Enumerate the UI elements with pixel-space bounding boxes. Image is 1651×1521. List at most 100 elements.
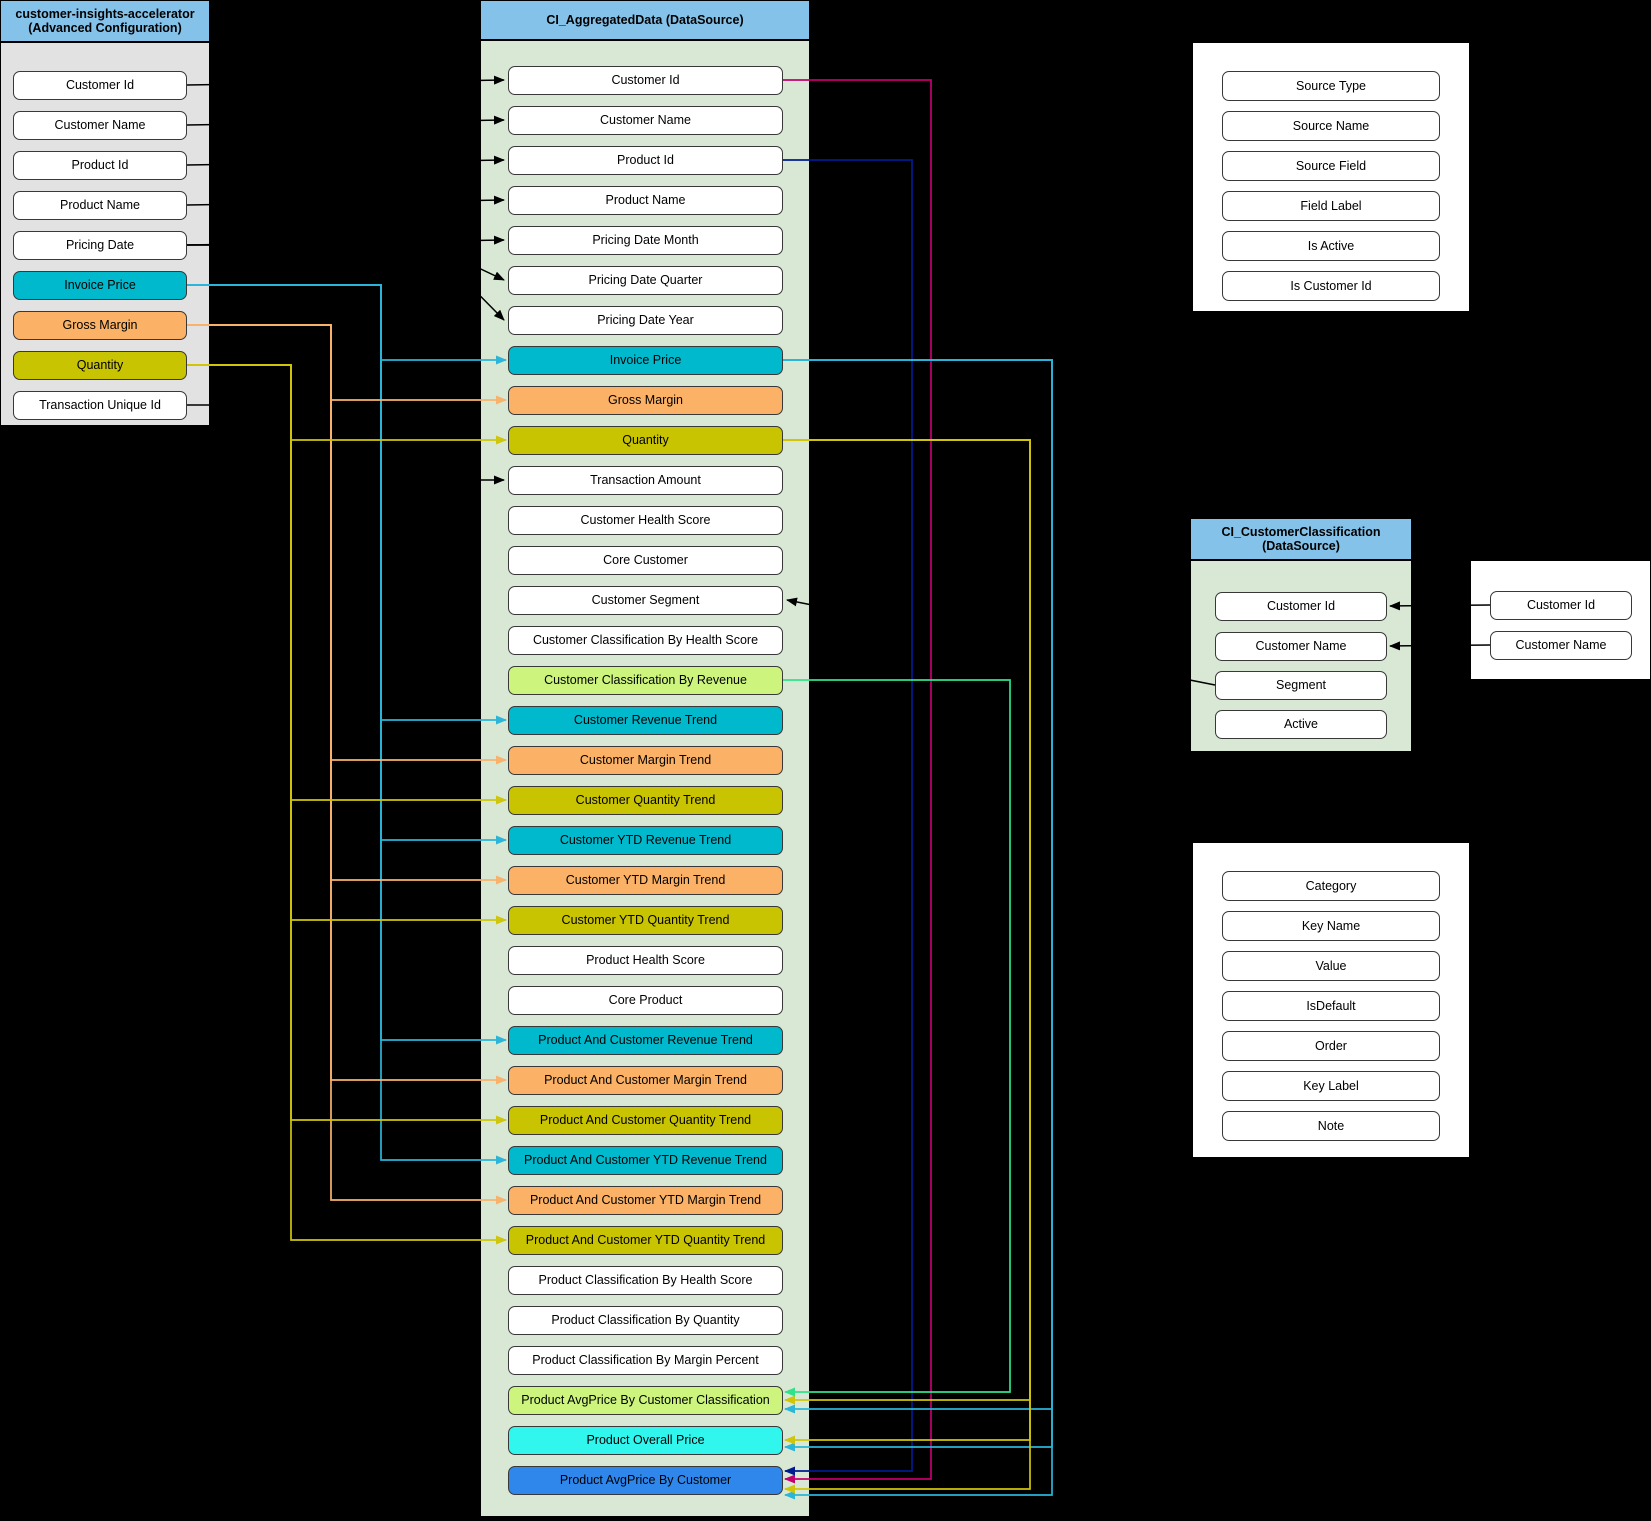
field-aggregated-core-product: Core Product [508,985,783,1015]
edge-accelerator-7-to-aggregated-9 [187,364,507,445]
field-classification-customer-name: Customer Name [1215,631,1387,661]
field-source-mapping-is-active: Is Active [1222,231,1440,261]
edge-accelerator-5-to-aggregated-19 [187,284,507,845]
edge-accelerator-4-to-aggregated-5 [187,244,505,281]
field-aggregated-product-and-customer-revenue-trend: Product And Customer Revenue Trend [508,1025,783,1055]
field-aggregated-pricing-date-quarter: Pricing Date Quarter [508,265,783,295]
edge-accelerator-5-to-aggregated-16 [187,284,507,725]
edge-accelerator-6-to-aggregated-8 [187,324,507,405]
accelerator-title: customer-insights-accelerator [15,6,195,21]
edge-accelerator-5-to-aggregated-24 [187,284,507,1045]
classification-subtitle: (DataSource) [1262,539,1340,553]
edge-aggregated-9-to-aggregated-34 [783,439,1031,1445]
field-aggregated-pricing-date-month: Pricing Date Month [508,225,783,255]
field-aggregated-core-customer: Core Customer [508,545,783,575]
field-customer-lookup-customer-id: Customer Id [1490,590,1632,620]
field-aggregated-product-avgprice-by-customer-classification: Product AvgPrice By Customer Classificat… [508,1385,783,1415]
field-customer-lookup-customer-name: Customer Name [1490,630,1632,660]
panel-classification: CI_CustomerClassification(DataSource) Cus… [1190,518,1412,752]
classification-header: CI_CustomerClassification(DataSource) [1190,518,1412,560]
field-aggregated-product-and-customer-margin-trend: Product And Customer Margin Trend [508,1065,783,1095]
field-config-keys-order: Order [1222,1031,1440,1061]
field-aggregated-customer-health-score: Customer Health Score [508,505,783,535]
field-aggregated-product-classification-by-health-score: Product Classification By Health Score [508,1265,783,1295]
field-aggregated-gross-margin: Gross Margin [508,385,783,415]
panel-customer-lookup: Customer Id Customer Name [1470,560,1651,680]
field-accelerator-product-name: Product Name [13,190,187,220]
field-accelerator-gross-margin: Gross Margin [13,310,187,340]
field-aggregated-customer-classification-by-revenue: Customer Classification By Revenue [508,665,783,695]
field-aggregated-product-classification-by-quantity: Product Classification By Quantity [508,1305,783,1335]
field-accelerator-pricing-date: Pricing Date [13,230,187,260]
accelerator-subtitle: (Advanced Configuration) [28,21,182,35]
field-accelerator-invoice-price: Invoice Price [13,270,187,300]
field-aggregated-customer-revenue-trend: Customer Revenue Trend [508,705,783,735]
edge-accelerator-7-to-aggregated-26 [187,364,507,1125]
field-source-mapping-field-label: Field Label [1222,191,1440,221]
edge-accelerator-6-to-aggregated-28 [187,324,507,1205]
field-classification-segment: Segment [1215,670,1387,700]
field-aggregated-transaction-amount: Transaction Amount [508,465,783,495]
edge-accelerator-6-to-aggregated-25 [187,324,507,1085]
field-aggregated-pricing-date-year: Pricing Date Year [508,305,783,335]
field-aggregated-customer-classification-by-health-score: Customer Classification By Health Score [508,625,783,655]
field-aggregated-product-avgprice-by-customer: Product AvgPrice By Customer [508,1465,783,1495]
field-aggregated-product-classification-by-margin-percent: Product Classification By Margin Percent [508,1345,783,1375]
edge-aggregated-9-to-aggregated-35 [783,439,1031,1494]
field-accelerator-customer-name: Customer Name [13,110,187,140]
edge-accelerator-7-to-aggregated-18 [187,364,507,805]
edge-accelerator-7-to-aggregated-21 [187,364,507,925]
field-accelerator-quantity: Quantity [13,350,187,380]
field-source-mapping-is-customer-id: Is Customer Id [1222,271,1440,301]
edge-aggregated-15-to-aggregated-33 [783,679,1011,1397]
field-classification-active: Active [1215,709,1387,739]
customer-lookup-body [1470,560,1651,680]
field-aggregated-customer-id: Customer Id [508,65,783,95]
field-accelerator-product-id: Product Id [13,150,187,180]
field-aggregated-customer-ytd-revenue-trend: Customer YTD Revenue Trend [508,825,783,855]
field-aggregated-customer-ytd-margin-trend: Customer YTD Margin Trend [508,865,783,895]
edge-accelerator-7-to-aggregated-29 [187,364,507,1245]
panel-aggregated: CI_AggregatedData (DataSource) Customer I… [480,0,810,1517]
field-accelerator-transaction-unique-id: Transaction Unique Id [13,390,187,420]
field-config-keys-isdefault: IsDefault [1222,991,1440,1021]
field-aggregated-product-and-customer-quantity-trend: Product And Customer Quantity Trend [508,1105,783,1135]
edge-aggregated-9-to-aggregated-33 [783,439,1031,1405]
edge-accelerator-1-to-aggregated-1 [186,115,505,126]
field-aggregated-product-and-customer-ytd-margin-trend: Product And Customer YTD Margin Trend [508,1185,783,1215]
field-classification-customer-id: Customer Id [1215,591,1387,621]
edge-accelerator-4-to-aggregated-6 [187,244,505,321]
field-aggregated-product-id: Product Id [508,145,783,175]
field-aggregated-customer-margin-trend: Customer Margin Trend [508,745,783,775]
field-config-keys-note: Note [1222,1111,1440,1141]
field-aggregated-customer-ytd-quantity-trend: Customer YTD Quantity Trend [508,905,783,935]
field-source-mapping-source-name: Source Name [1222,111,1440,141]
accelerator-header: customer-insights-accelerator(Advanced C… [0,0,210,42]
field-accelerator-customer-id: Customer Id [13,70,187,100]
field-aggregated-product-and-customer-ytd-revenue-trend: Product And Customer YTD Revenue Trend [508,1145,783,1175]
field-config-keys-category: Category [1222,871,1440,901]
field-source-mapping-source-type: Source Type [1222,71,1440,101]
aggregated-header: CI_AggregatedData (DataSource) [480,0,810,40]
field-aggregated-product-name: Product Name [508,185,783,215]
field-config-keys-key-label: Key Label [1222,1071,1440,1101]
field-config-keys-value: Value [1222,951,1440,981]
edge-accelerator-2-to-aggregated-2 [186,155,505,166]
edge-accelerator-5-to-aggregated-7 [187,284,507,365]
edge-accelerator-6-to-aggregated-17 [187,324,507,765]
edge-accelerator-3-to-aggregated-3 [186,195,505,206]
field-config-keys-key-name: Key Name [1222,911,1440,941]
edge-accelerator-5-to-aggregated-27 [187,284,507,1165]
classification-title: CI_CustomerClassification [1221,524,1381,539]
field-aggregated-invoice-price: Invoice Price [508,345,783,375]
edge-accelerator-4-to-aggregated-4 [186,235,505,246]
edge-aggregated-7-to-aggregated-35 [783,359,1053,1500]
field-aggregated-customer-segment: Customer Segment [508,585,783,615]
edge-classification-2-to-aggregated-13 [786,597,1216,686]
field-aggregated-product-overall-price: Product Overall Price [508,1425,783,1455]
field-aggregated-customer-name: Customer Name [508,105,783,135]
aggregated-body [480,40,810,1517]
